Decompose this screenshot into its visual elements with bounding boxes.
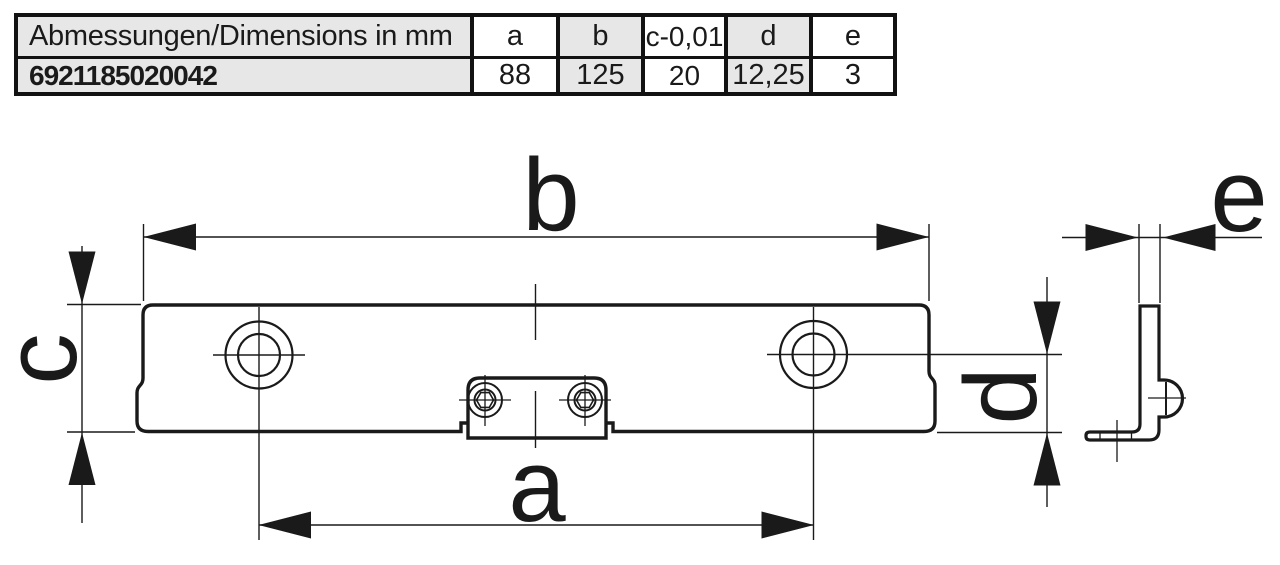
plate-outline	[135, 303, 937, 434]
header-dimensions-label: Abmessungen/Dimensions in mm	[18, 17, 470, 56]
center-tab-outline	[466, 376, 608, 440]
dim-c-label: c	[0, 333, 98, 385]
table-data-row: 6921185020042 88 125 20 12,25 3	[18, 56, 893, 92]
side-view-bracket-outline	[1084, 304, 1185, 442]
dimension-d: d	[937, 277, 1062, 507]
header-col-a: a	[470, 17, 556, 56]
table-header-row: Abmessungen/Dimensions in mm a b c-0,01 …	[18, 17, 893, 56]
tab-screw-left	[459, 375, 511, 426]
value-d: 12,25	[724, 59, 809, 92]
value-a: 88	[470, 59, 556, 92]
dimensions-table: Abmessungen/Dimensions in mm a b c-0,01 …	[14, 13, 897, 96]
dim-a-arrowhead-right	[761, 511, 814, 539]
dim-b-arrowhead-right	[876, 223, 929, 251]
dim-e-arrowhead-right	[1163, 224, 1216, 251]
header-col-c: c-0,01	[641, 17, 724, 56]
dimension-b: b	[142, 137, 930, 301]
dim-d-arrowhead-top	[1033, 301, 1061, 354]
dimension-e: e	[1062, 138, 1268, 303]
dim-d-label: d	[943, 367, 1058, 424]
value-c: 20	[641, 59, 724, 92]
dim-a-arrowhead-left	[258, 511, 311, 539]
tab-screw-right	[559, 375, 611, 426]
header-col-d: d	[724, 17, 809, 56]
dim-b-arrowhead-left	[143, 223, 196, 251]
dim-e-arrowhead-left	[1085, 224, 1138, 251]
header-col-b: b	[556, 17, 641, 56]
article-number: 6921185020042	[18, 59, 470, 92]
value-e: 3	[809, 59, 893, 92]
dim-c-arrowhead-top	[68, 251, 96, 304]
dim-b-label: b	[522, 137, 579, 252]
dim-e-label: e	[1210, 138, 1267, 253]
dim-a-label: a	[508, 428, 566, 543]
dimension-c: c	[0, 246, 141, 523]
dimension-a: a	[258, 428, 814, 543]
dim-d-arrowhead-bottom	[1033, 433, 1061, 486]
value-b: 125	[556, 59, 641, 92]
header-col-e: e	[809, 17, 893, 56]
dim-c-arrowhead-bottom	[68, 432, 96, 485]
